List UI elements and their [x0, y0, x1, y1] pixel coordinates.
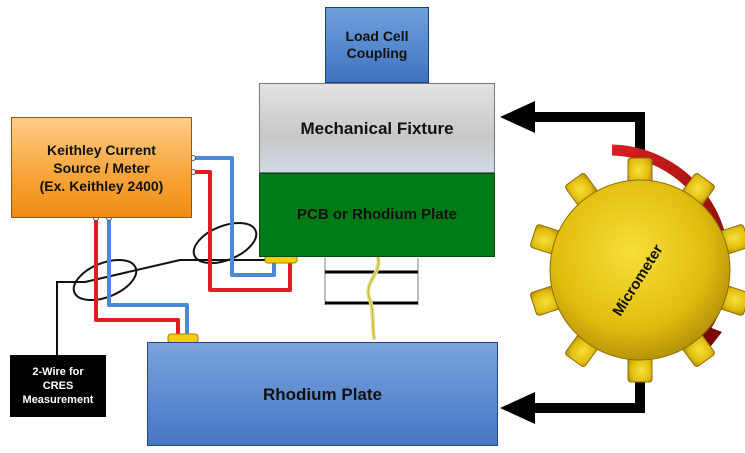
wire-loop-left — [72, 258, 138, 302]
wire-loop-right — [192, 221, 258, 265]
push-arrow-icon — [500, 382, 645, 424]
red-wire — [94, 170, 292, 337]
cres-label: 2-Wire for CRES Measurement — [11, 365, 105, 407]
load-cell-coupling-box: Load Cell Coupling — [325, 7, 429, 83]
blue-wire — [107, 156, 276, 337]
cres-measurement-box: 2-Wire for CRES Measurement — [10, 355, 106, 417]
mechanical-fixture-label: Mechanical Fixture — [300, 119, 454, 138]
keithley-label: Keithley Current Source / Meter (Ex. Kei… — [12, 141, 191, 195]
cres-line-1: 2-Wire for — [32, 366, 84, 378]
pcb-plate-label: PCB or Rhodium Plate — [296, 206, 457, 223]
cres-line-3: Measurement — [22, 394, 94, 406]
micrometer-gear-icon — [530, 157, 745, 383]
contact-probe — [324, 255, 419, 340]
rhodium-plate-label: Rhodium Plate — [262, 385, 382, 404]
rhodium-plate-box: Rhodium Plate — [147, 342, 498, 446]
load-cell-line-1: Load Cell — [345, 28, 409, 44]
keithley-line-2: Source / Meter — [53, 160, 150, 176]
cres-line-2: CRES — [42, 380, 74, 392]
load-cell-label: Load Cell Coupling — [326, 28, 428, 62]
push-arrow-icon — [500, 101, 645, 158]
keithley-meter-box: Keithley Current Source / Meter (Ex. Kei… — [11, 117, 192, 218]
load-cell-line-2: Coupling — [346, 45, 408, 61]
keithley-line-1: Keithley Current — [47, 142, 156, 158]
keithley-line-3: (Ex. Keithley 2400) — [39, 178, 164, 194]
mechanical-fixture-box: Mechanical Fixture — [259, 83, 495, 173]
pcb-plate-box: PCB or Rhodium Plate — [259, 173, 495, 257]
